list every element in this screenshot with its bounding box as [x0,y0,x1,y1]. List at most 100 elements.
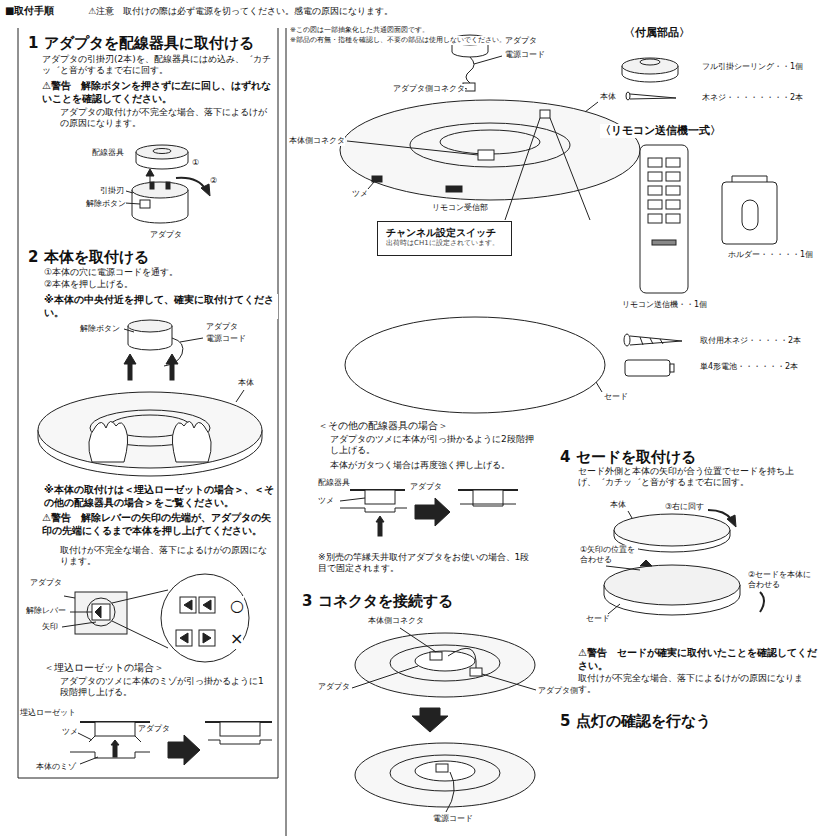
instruction-text: アダプタのツメに本体のミゾが引っ掛かるように1段階押し上げる。 [60,676,272,699]
main-body [446,186,462,192]
warning-text: ⚠警告 セードが確実に取付いたことを確認してください。 [578,647,818,672]
shade-diagram [628,511,632,518]
adapter [126,191,133,193]
adapter-detail [203,633,211,643]
adapter-detail [95,606,101,618]
shade-diagram [604,565,740,605]
shade-diagram [760,592,764,612]
part-label: 解除ボタン [86,199,126,209]
instruction-text: 本体がガタつく場合は再度強く押し上げる。 [330,460,510,471]
note-text: ＜埋込ローゼットの場合＞ [44,662,164,675]
adapter [125,182,188,223]
remote-control [640,145,688,293]
part-label: 本体側コネクタ [368,616,424,626]
part-label: アダプタ [138,724,170,734]
up-arrow [128,362,132,380]
part-label: 解除レバー [26,606,66,616]
rosette-diagram [168,735,200,765]
adapter [150,182,154,189]
up-arrow [146,169,154,176]
rosette-diagram [111,740,119,745]
part-label: 木ネジ・・・・・・・・2本 [702,93,803,103]
part-label: セード [586,614,610,624]
hands [172,421,211,462]
instruction-text: ②本体を押し上げる。 [44,279,133,290]
step-heading: 1 アダプタを配線器具に取付ける [28,34,254,53]
connector-diagram [415,651,475,671]
panel-border [18,28,286,836]
main-body [38,392,262,468]
part-label: アダプタ側コネクタ [393,84,465,94]
part-label: 本体のミゾ [36,762,76,772]
adapter [180,338,203,342]
battery [625,360,670,376]
up-arrow [166,354,178,364]
adapter-detail [112,621,168,648]
callout-box: チャンネル設定スイッチ出荷時はCH1に設定されています。 [377,221,512,256]
adapter-detail [161,574,249,662]
remote-control [640,145,688,293]
connector-diagram [415,761,475,781]
adapter [124,329,134,332]
connector-diagram [352,628,536,812]
rotate-arrow [201,184,210,196]
warning-text: ⚠警告 解除レバーの矢印の先端が、アダプタの矢印の先端にくるまで本体を押し上げて… [42,512,274,537]
shade-diagram [640,560,652,566]
main-body [368,182,374,189]
adapter [128,320,172,332]
remote-control [666,172,680,181]
main-body [38,390,262,476]
part-label: アダプタ [150,230,182,240]
adapter-detail [92,604,110,620]
fixture-diagram [365,490,395,504]
rosette-diagram [208,740,272,744]
panel-border [18,778,278,779]
part-label: アダプタ [206,322,238,332]
rosette-diagram [70,752,150,758]
shade-diagram [727,515,736,527]
part-label: 電源コード [206,334,246,344]
group-heading: 〈付属部品〉 [624,26,690,40]
part-label: ②セードを本体に合わせる [748,570,814,590]
shade-diagram [606,566,640,570]
shade [596,382,602,392]
part-label: 本体側コネクタ [289,136,345,146]
panel-border [278,28,279,778]
remote-control [666,158,680,167]
main-body [410,123,570,167]
connector-diagram [436,764,448,772]
connector-diagram [412,708,448,732]
part-label: ツメ [352,189,368,199]
ceiling-plate [640,59,660,65]
adapter [140,200,150,208]
adapter-detail [203,600,211,610]
part-label: アダプタ [505,36,537,46]
instruction-text: 取付けが不完全な場合、落下によるけがの原因になります。 [60,545,272,568]
shade [345,317,605,413]
part-label: ③右に回す [665,502,704,512]
fixture-diagram [378,522,382,536]
note-text: ※別売の竿縁天井取付アダプタをお使いの場合、1段目で固定されます。 [318,552,538,575]
instruction-text: セード外側と本体の矢印が合う位置でセードを持ち上げ、゛カチッ゛と音がするまで右に… [578,466,818,489]
instruction-text: アダプタのツメに本体が引っ掛かるように2段階押し上げる。 [330,434,540,457]
connector-diagram [470,668,482,676]
part-label: フル引掛シーリング・・1個 [702,62,803,72]
wood-screw [630,94,676,99]
adapter-detail [87,598,115,626]
main-body [478,150,494,160]
fixture-diagram [340,508,407,512]
up-arrow [170,362,174,380]
part-label: 本体 [238,378,254,388]
part-label: × [230,629,243,649]
part-label: ② [210,176,217,186]
adapter-detail [199,630,215,646]
part-label: 解除ボタン [80,324,120,334]
part-label: ツメ [318,496,334,506]
note-text: ⚠注意 取付けの際は必ず電源を切ってください。感電の原因になります。 [88,6,393,17]
shade [345,317,605,413]
adapter [124,320,203,366]
step-heading: 5 点灯の確認を行なう [560,712,711,731]
part-label: アダプタ [410,482,442,492]
rosette-diagram [95,722,135,736]
remote-control [666,200,680,209]
